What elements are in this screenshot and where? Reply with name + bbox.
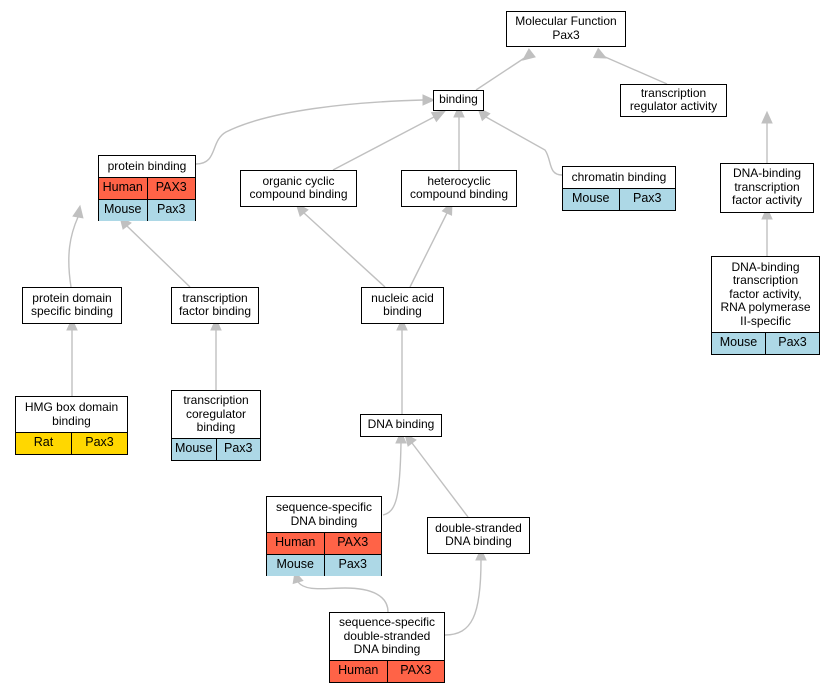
node-label: heterocyclic compound binding [409, 173, 509, 202]
node-binding[interactable]: binding [433, 90, 484, 111]
species-cell: Mouse [719, 335, 758, 350]
gene-cell: PAX3 [146, 178, 196, 200]
node-label: chromatin binding [571, 169, 667, 184]
gene-cell: Pax3 [146, 200, 196, 222]
node-dna-binding[interactable]: DNA binding [360, 414, 442, 437]
node-label: Molecular Function Pax3 [515, 14, 617, 42]
node-label: DNA-binding transcription factor activit… [720, 259, 811, 328]
species-cell: Mouse [103, 202, 142, 217]
edge-prot-bind [195, 99, 424, 165]
node-sequence-specific-double-stranded-dna-binding[interactable]: sequence-specific double-stranded DNA bi… [329, 612, 445, 683]
annotation-row-mouse: Mouse Pax3 [267, 554, 382, 577]
node-label: transcription regulator activity [629, 85, 718, 114]
node-label: protein binding [107, 158, 187, 173]
annotation-row-mouse: Mouse Pax3 [563, 188, 676, 211]
gene-cell: PAX3 [386, 661, 445, 683]
gene-cell: Pax3 [323, 555, 382, 577]
edge-ssds-ds [444, 559, 482, 636]
node-heterocyclic-compound-binding[interactable]: heterocyclic compound binding [401, 170, 517, 207]
node-dna-binding-tf-rna-pol-ii[interactable]: DNA-binding transcription factor activit… [711, 256, 820, 355]
arrowhead [761, 206, 773, 220]
annotation-row-human: Human PAX3 [330, 660, 445, 683]
edge-mf-tra [595, 52, 668, 85]
edge-nab-ocb [303, 212, 386, 288]
edge-ssds-ss [297, 581, 389, 613]
node-label: DNA binding [367, 417, 435, 432]
arrowhead [72, 204, 84, 219]
edge-nab-hcb [409, 212, 448, 288]
node-label: protein domain specific binding [30, 290, 114, 319]
node-label: sequence-specific DNA binding [275, 500, 373, 528]
edge-ssdna [382, 442, 402, 516]
node-protein-domain-specific-binding[interactable]: protein domain specific binding [22, 287, 122, 324]
arrowhead [422, 94, 436, 106]
node-label: organic cyclic compound binding [249, 173, 348, 202]
node-molecular-function[interactable]: Molecular Function Pax3 [506, 11, 626, 47]
gene-cell: Pax3 [765, 333, 819, 355]
node-label: transcription coregulator binding [183, 393, 249, 435]
annotation-row-mouse: Mouse Pax3 [99, 199, 196, 222]
arrowhead [395, 430, 407, 444]
node-double-stranded-dna-binding[interactable]: double-stranded DNA binding [427, 517, 530, 554]
species-cell: Mouse [571, 191, 610, 206]
node-label: nucleic acid binding [371, 290, 434, 319]
edge-dsdna [411, 442, 469, 518]
arrowhead [522, 48, 536, 61]
gene-cell: Pax3 [71, 433, 127, 455]
edge-binding [475, 52, 533, 91]
species-cell: Human [275, 535, 316, 550]
node-transcription-factor-binding[interactable]: transcription factor binding [171, 287, 259, 324]
node-organic-cyclic-compound-binding[interactable]: organic cyclic compound binding [240, 170, 357, 207]
arrowhead [396, 317, 408, 331]
species-cell: Human [102, 180, 143, 195]
arrowhead [66, 317, 78, 331]
arrowhead [453, 104, 465, 118]
node-transcription-regulator-activity[interactable]: transcription regulator activity [620, 84, 727, 117]
edge-chrom [485, 116, 563, 176]
node-label: binding [439, 92, 478, 107]
gene-cell: Pax3 [215, 439, 261, 461]
node-label: HMG box domain binding [24, 400, 119, 428]
gene-cell: Pax3 [618, 189, 676, 211]
species-cell: Mouse [276, 557, 315, 572]
species-cell: Rat [33, 435, 54, 450]
node-label: sequence-specific double-stranded DNA bi… [338, 615, 436, 657]
edge-tfb [126, 225, 191, 288]
species-cell: Human [338, 663, 379, 678]
node-dna-binding-transcription-factor-activity[interactable]: DNA-binding transcription factor activit… [720, 163, 814, 213]
node-label: double-stranded DNA binding [435, 520, 522, 549]
annotation-row-rat: Rat Pax3 [16, 432, 127, 455]
annotation-row-human: Human PAX3 [267, 532, 382, 555]
arrowhead [761, 110, 773, 124]
annotation-row-mouse: Mouse Pax3 [712, 332, 819, 355]
arrowhead [210, 317, 222, 331]
edge-ocb [332, 116, 435, 171]
node-label: DNA-binding transcription factor activit… [731, 166, 803, 208]
arrowhead [475, 547, 487, 561]
species-cell: Mouse [174, 441, 213, 456]
arrowhead [592, 47, 608, 59]
gene-cell: PAX3 [323, 533, 382, 555]
node-nucleic-acid-binding[interactable]: nucleic acid binding [361, 287, 444, 324]
node-label: transcription factor binding [178, 290, 252, 319]
arrowhead [430, 110, 447, 123]
edge-pdsb [68, 216, 79, 288]
